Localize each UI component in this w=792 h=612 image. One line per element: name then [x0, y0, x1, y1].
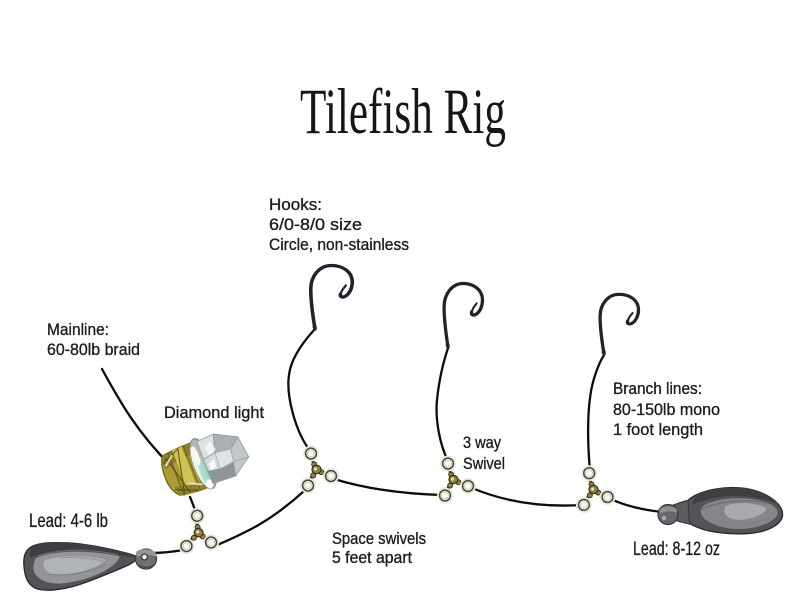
svg-text:6/0-8/0 size: 6/0-8/0 size — [269, 215, 362, 234]
svg-text:3 way: 3 way — [463, 433, 501, 452]
svg-text:Branch lines:: Branch lines: — [613, 379, 702, 398]
svg-text:Hooks:: Hooks: — [269, 195, 322, 214]
svg-text:Lead: 4-6 lb: Lead: 4-6 lb — [29, 510, 108, 532]
svg-text:Diamond light: Diamond light — [164, 403, 264, 422]
svg-text:80-150lb mono: 80-150lb mono — [613, 400, 720, 419]
svg-text:Lead: 8-12 oz: Lead: 8-12 oz — [633, 538, 720, 560]
svg-text:Tilefish Rig: Tilefish Rig — [300, 76, 506, 148]
svg-text:Space swivels: Space swivels — [332, 529, 426, 548]
svg-text:5 feet apart: 5 feet apart — [332, 548, 412, 567]
svg-text:Mainline:: Mainline: — [47, 320, 109, 339]
svg-text:60-80lb braid: 60-80lb braid — [47, 340, 140, 359]
svg-text:1 foot length: 1 foot length — [613, 420, 703, 439]
svg-text:Circle, non-stainless: Circle, non-stainless — [269, 235, 409, 254]
svg-text:Swivel: Swivel — [463, 454, 505, 473]
